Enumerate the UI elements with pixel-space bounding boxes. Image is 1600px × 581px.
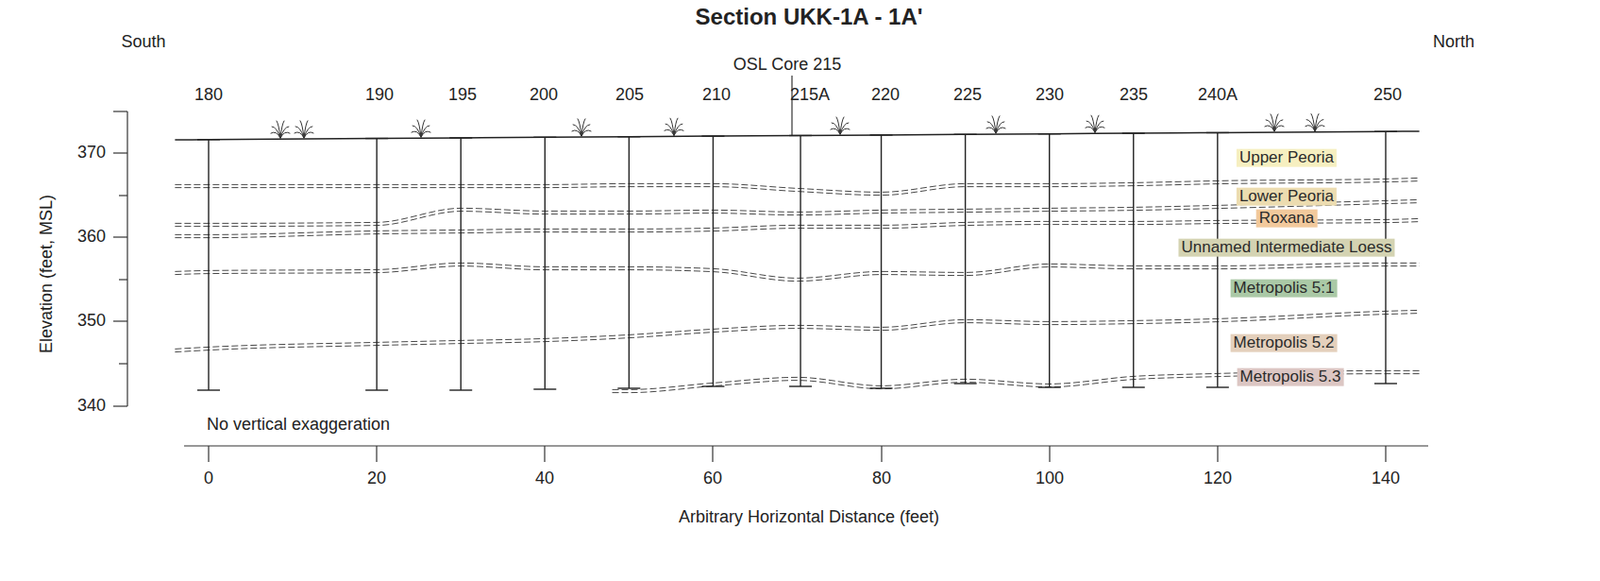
distance-tick: 40 — [535, 469, 555, 489]
elevation-tick: 340 — [77, 396, 106, 416]
core-boring — [1122, 133, 1146, 388]
vegetation-symbol — [1264, 113, 1285, 132]
band-fill — [174, 311, 1419, 393]
contact-line — [174, 218, 1419, 235]
strata-band: Metropolis 5.3 — [174, 370, 1419, 397]
core-boring — [870, 134, 893, 388]
vegetation-symbol — [986, 115, 1007, 134]
contact-line — [174, 199, 1419, 223]
contact-line — [174, 262, 1419, 278]
contact-line — [174, 313, 1419, 353]
core-boring — [1374, 131, 1398, 384]
elevation-tick: 350 — [77, 311, 106, 331]
distance-axis — [184, 445, 1429, 462]
band-shape — [174, 199, 1419, 238]
vegetation-symbol — [270, 120, 291, 139]
band-shape — [174, 309, 1419, 395]
core-boring — [197, 139, 220, 390]
core-boring — [954, 134, 977, 384]
unit-label: Lower Peoria — [1236, 187, 1337, 206]
elevation-axis — [113, 111, 128, 406]
core-callout: OSL Core 215 — [733, 55, 842, 75]
core-number: 250 — [1373, 85, 1402, 105]
vegetation-symbol — [830, 117, 851, 135]
unit-label: Upper Peoria — [1236, 149, 1337, 168]
band-shape — [174, 129, 1419, 196]
vegetation-symbol — [411, 119, 432, 138]
band-fill — [174, 131, 1419, 194]
core-boring — [1038, 134, 1062, 388]
unit-label: Metropolis 5.3 — [1237, 368, 1345, 387]
section-title: Section UKK-1A - 1A' — [695, 4, 924, 30]
core-number: 210 — [702, 85, 731, 105]
core-number: 215A — [790, 85, 830, 105]
core-number: 220 — [871, 85, 900, 105]
strata-band: Roxana — [174, 199, 1419, 238]
ground-surface — [174, 131, 1419, 140]
contact-line — [174, 221, 1419, 238]
unit-label: Metropolis 5:1 — [1230, 279, 1338, 298]
unit-label: Unnamed Intermediate Loess — [1178, 238, 1395, 257]
band-fill — [174, 201, 1419, 236]
scale-note: No vertical exaggeration — [206, 415, 390, 435]
core-number: 235 — [1119, 85, 1148, 105]
elevation-tick: 370 — [77, 143, 106, 163]
distance-tick: 120 — [1203, 469, 1232, 489]
core-number: 230 — [1035, 85, 1064, 105]
core-number: 195 — [448, 85, 477, 105]
unit-label: Roxana — [1256, 209, 1318, 228]
core-number: 205 — [615, 85, 644, 105]
distance-tick: 100 — [1035, 469, 1064, 489]
core-boring — [533, 136, 556, 389]
strata-band: Unnamed Intermediate Loess — [174, 218, 1419, 282]
band-shape — [174, 177, 1419, 227]
contact-line — [174, 181, 1419, 196]
core-number: 225 — [953, 85, 982, 105]
vegetation-symbol — [572, 117, 592, 136]
strata-band: Metropolis 5.2 — [174, 309, 1419, 395]
distance-tick: 20 — [367, 469, 387, 489]
core-number: 190 — [365, 85, 394, 105]
osl-core-leader — [791, 75, 792, 136]
distance-tick: 80 — [872, 469, 892, 489]
core-number: 200 — [529, 85, 558, 105]
distance-tick: 140 — [1371, 469, 1400, 489]
core-boring — [1206, 132, 1230, 388]
band-shape — [174, 370, 1419, 397]
band-fill — [174, 371, 1419, 395]
vegetation-symbol — [294, 120, 315, 139]
core-boring — [617, 136, 640, 388]
distance-tick: 0 — [203, 469, 214, 489]
direction-label: North — [1432, 33, 1475, 52]
distance-tick: 60 — [703, 469, 723, 489]
direction-label: South — [120, 33, 166, 52]
band-fill — [174, 219, 1419, 280]
core-number: 240A — [1197, 85, 1238, 105]
axis-title: Arbitrary Horizontal Distance (feet) — [678, 507, 940, 527]
axis-title: Elevation (feet, MSL) — [37, 194, 57, 354]
strata-band: Lower Peoria — [174, 177, 1419, 227]
vegetation-symbol — [1305, 113, 1326, 132]
core-number: 180 — [194, 85, 223, 105]
core-boring — [449, 137, 472, 390]
band-fill — [174, 179, 1419, 225]
unit-label: Metropolis 5.2 — [1230, 334, 1338, 353]
contact-line — [174, 177, 1419, 192]
elevation-tick: 360 — [77, 227, 106, 247]
strata-band: Upper Peoria — [174, 129, 1419, 196]
vegetation-symbol — [664, 117, 685, 136]
vegetation-symbol — [1085, 115, 1106, 134]
core-boring — [701, 135, 725, 387]
core-boring — [789, 134, 812, 387]
core-boring — [365, 138, 388, 390]
contact-line — [174, 202, 1419, 227]
